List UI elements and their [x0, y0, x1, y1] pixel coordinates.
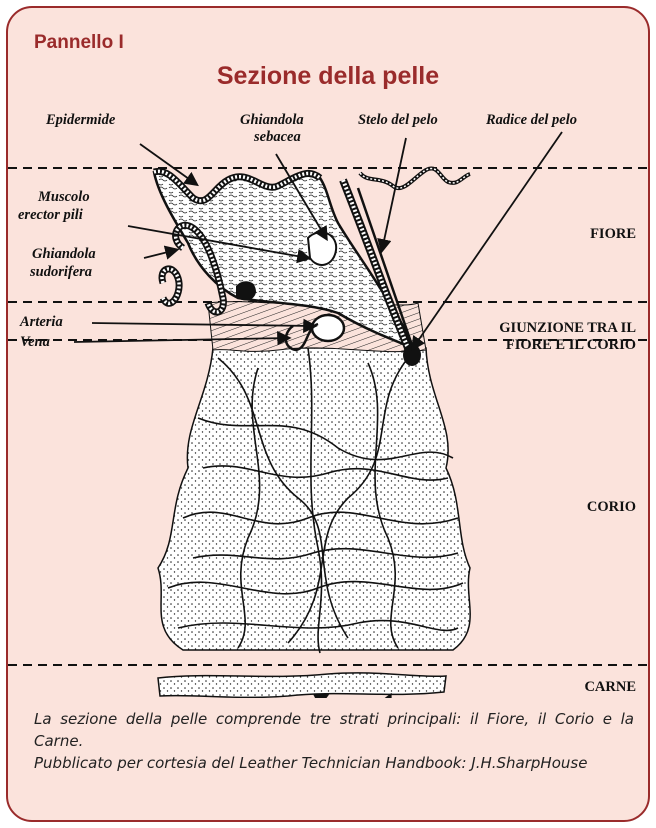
- leader-radice-del-pelo: [413, 132, 562, 348]
- label-arteria: Arteria: [19, 314, 63, 330]
- label-ghiandola-sebacea-2: sebacea: [253, 129, 301, 145]
- artery: [312, 315, 344, 341]
- label-sudorifera-2: sudorifera: [29, 264, 92, 280]
- erector-pili-muscle: [236, 281, 256, 300]
- carne-tissue: [158, 673, 446, 698]
- layer-label-carne: CARNE: [584, 679, 636, 695]
- caption: La sezione della pelle comprende tre str…: [34, 708, 634, 774]
- leader-carne-1: [308, 696, 326, 698]
- label-stelo-del-pelo: Stelo del pelo: [358, 112, 438, 128]
- layer-label-fiore: FIORE: [590, 226, 636, 242]
- label-vena: Vena: [20, 334, 50, 350]
- corio-tissue: [158, 348, 470, 650]
- layer-label-giunzione-2: FIORE E IL CORIO: [506, 337, 636, 353]
- layer-label-giunzione-1: GIUNZIONE TRA IL: [499, 320, 636, 336]
- panel-label: Pannello I: [34, 32, 124, 54]
- layer-label-corio: CORIO: [587, 499, 636, 515]
- hair-root: [403, 344, 421, 366]
- leader-sudorifera: [144, 250, 176, 258]
- sebaceous-gland: [308, 232, 336, 265]
- leader-carne-2: [383, 696, 390, 698]
- caption-credit: Pubblicato per cortesia del Leather Tech…: [34, 752, 634, 774]
- label-radice-del-pelo: Radice del pelo: [485, 112, 577, 128]
- label-ghiandola-sebacea-1: Ghiandola: [240, 112, 304, 128]
- caption-description: La sezione della pelle comprende tre str…: [34, 708, 634, 752]
- label-muscolo-2: erector pili: [18, 207, 83, 223]
- leader-stelo-del-pelo: [382, 138, 406, 250]
- label-epidermide: Epidermide: [45, 112, 116, 128]
- skin-section-diagram: Epidermide Ghiandola sebacea Stelo del p…: [8, 98, 648, 698]
- label-sudorifera-1: Ghiandola: [32, 246, 96, 262]
- panel: Pannello I Sezione della pelle: [6, 6, 650, 822]
- label-muscolo-1: Muscolo: [37, 189, 90, 205]
- panel-title: Sezione della pelle: [8, 62, 648, 91]
